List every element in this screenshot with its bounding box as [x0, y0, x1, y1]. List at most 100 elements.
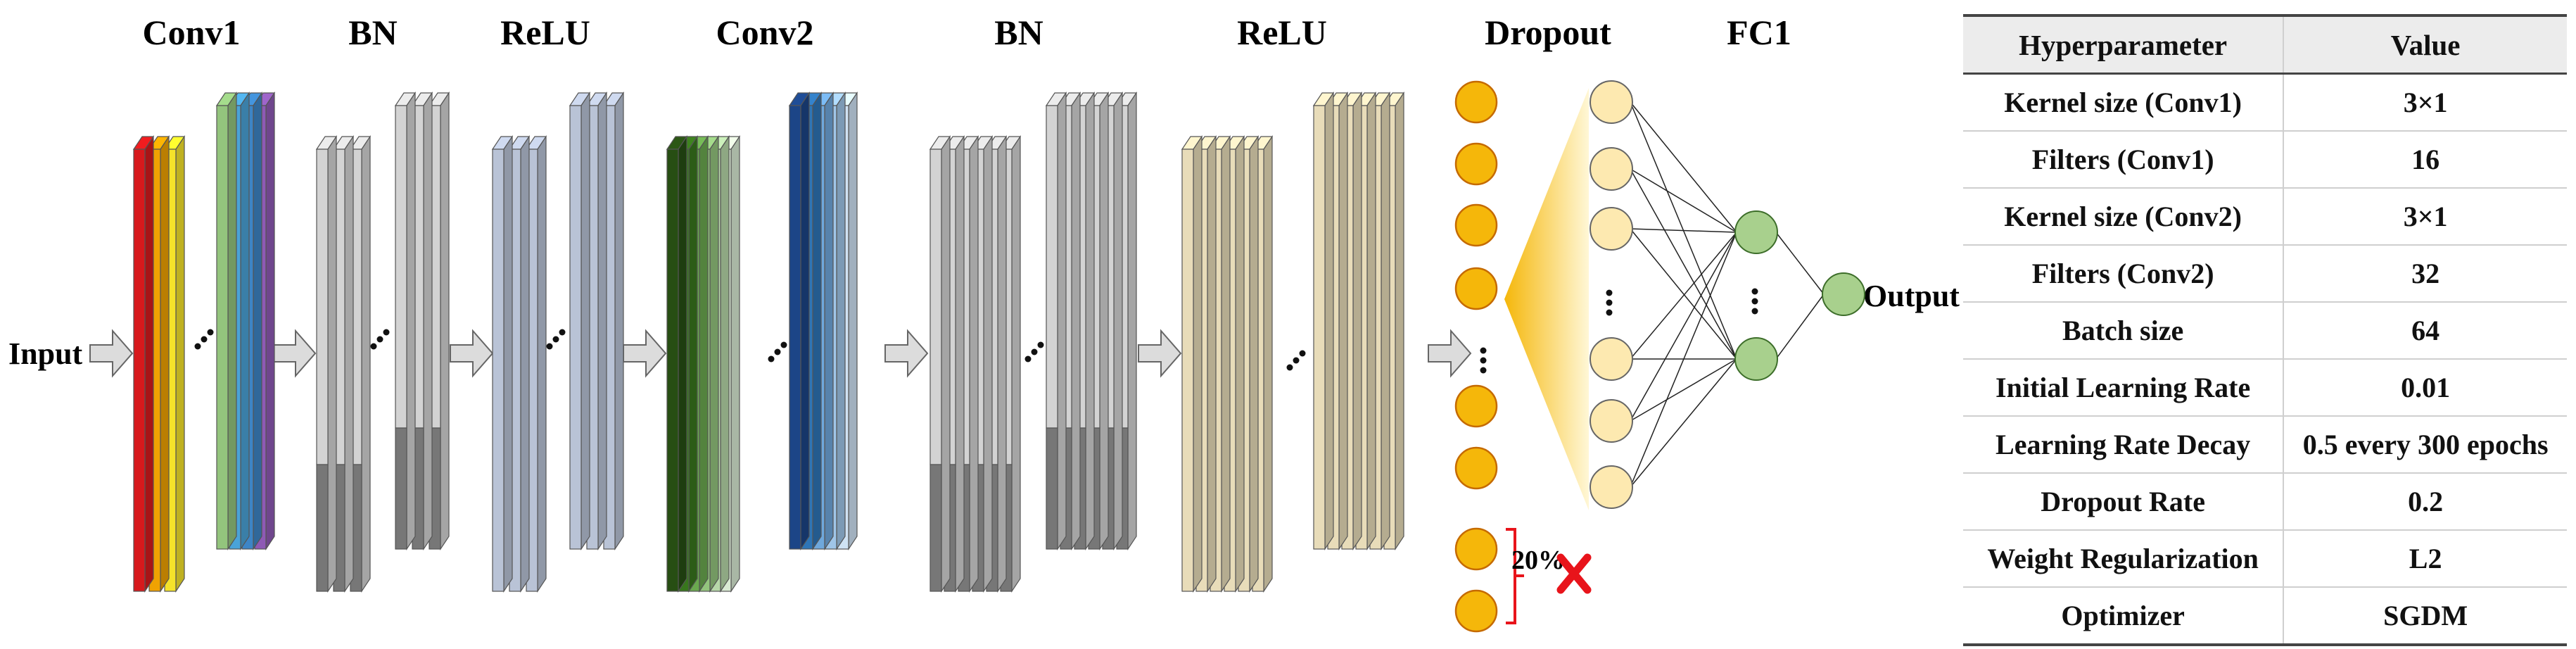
- value-cell: 16: [2283, 131, 2567, 189]
- bn1-back-slab-3: [428, 92, 450, 550]
- hyperparameter-cell: Dropout Rate: [1963, 473, 2285, 531]
- title-bn2: BN: [994, 13, 1043, 52]
- network-nodes: [1454, 80, 1865, 633]
- title-dropout: Dropout: [1485, 13, 1611, 52]
- hyperparameter-cell: Weight Regularization: [1963, 530, 2285, 588]
- table-row: Kernel size (Conv1)3×1: [1963, 73, 2567, 132]
- flow-arrow-3: [450, 329, 494, 378]
- hyperparameter-cell: Learning Rate Decay: [1963, 416, 2285, 474]
- bn1-front-slab-1: [315, 135, 338, 593]
- hyperparameter-cell: Kernel size (Conv2): [1963, 188, 2285, 246]
- dropout-ellipsis: [1480, 347, 1487, 374]
- value-cell: 3×1: [2283, 188, 2567, 246]
- fc-input-ellipsis: [1606, 289, 1613, 316]
- flow-arrow-4: [623, 329, 667, 378]
- bn1-back-slab-1: [394, 92, 417, 550]
- fc-connections: [1630, 101, 1825, 488]
- relu1-ellipsis: [546, 329, 566, 350]
- bn2-ellipsis: [1024, 341, 1044, 363]
- ellipsis-dots: [194, 288, 1758, 374]
- dropped-cross-icon: [1556, 553, 1592, 594]
- dropout-node-8: [1454, 589, 1498, 633]
- flow-arrow-1: [89, 329, 134, 378]
- conv1-ellipsis: [194, 329, 214, 350]
- table-header-row: Hyperparameter Value: [1963, 14, 2567, 75]
- relu1-back-slab-1: [569, 92, 591, 550]
- dropout-bracket: [1506, 528, 1524, 624]
- output-node: [1822, 272, 1865, 316]
- conv2-front-slab-1: [666, 135, 688, 593]
- title-fc1: FC1: [1727, 13, 1791, 52]
- dropout-node-3: [1454, 203, 1498, 247]
- value-cell: 64: [2283, 302, 2567, 360]
- title-bn1: BN: [348, 13, 397, 52]
- conv1-back-slab-1: [215, 92, 238, 550]
- value-cell: 0.5 every 300 epochs: [2283, 416, 2567, 474]
- flow-arrow-2: [272, 329, 317, 378]
- relu2-ellipsis: [1286, 350, 1306, 371]
- fc1-node-2: [1734, 337, 1778, 381]
- fc1-node-1: [1734, 210, 1778, 254]
- relu2-back-slab-1: [1312, 92, 1335, 550]
- header-hyperparameter: Hyperparameter: [1963, 14, 2285, 75]
- cnn-architecture-diagram: Conv1 BN ReLU Conv2 BN ReLU Dropout FC1 …: [8, 13, 1960, 633]
- dropout-node-2: [1454, 142, 1498, 186]
- bn2-back-slab-1: [1045, 92, 1067, 550]
- value-cell: 0.01: [2283, 359, 2567, 417]
- value-cell: L2: [2283, 530, 2567, 588]
- conv1-front-slab-1: [132, 135, 155, 593]
- table-row: Filters (Conv1)16: [1963, 131, 2567, 189]
- title-conv1: Conv1: [143, 13, 241, 52]
- dropout-node-4: [1454, 267, 1498, 310]
- conv2-back-slab-1: [788, 92, 811, 550]
- bn1-ellipsis: [370, 329, 390, 350]
- fc-input-node-5: [1590, 399, 1633, 443]
- dropout-rate-label: 20%: [1511, 546, 1565, 575]
- fc-input-node-3: [1590, 207, 1633, 251]
- relu1-front-slab-1: [491, 135, 514, 593]
- hyperparameter-cell: Optimizer: [1963, 587, 2285, 646]
- fc1-ellipsis: [1751, 288, 1758, 315]
- input-label: Input: [8, 336, 83, 371]
- hyperparameter-cell: Kernel size (Conv1): [1963, 73, 2285, 132]
- fc-input-node-1: [1590, 80, 1633, 124]
- fc-input-node-2: [1590, 147, 1633, 191]
- value-cell: 32: [2283, 245, 2567, 303]
- hyperparameter-table: Hyperparameter Value Kernel size (Conv1)…: [1963, 14, 2567, 646]
- dropout-cone: [1504, 88, 1589, 510]
- table-row: Filters (Conv2)32: [1963, 245, 2567, 303]
- flow-arrow-5: [884, 329, 929, 378]
- dropout-node-1: [1454, 80, 1498, 124]
- flow-arrow-6: [1138, 329, 1182, 378]
- hyperparameter-cell: Batch size: [1963, 302, 2285, 360]
- relu2-front-slab-1: [1181, 135, 1203, 593]
- dropout-node-6: [1454, 446, 1498, 490]
- title-conv2: Conv2: [716, 13, 814, 52]
- value-cell: 0.2: [2283, 473, 2567, 531]
- hyperparameter-cell: Initial Learning Rate: [1963, 359, 2285, 417]
- feature-map-layers: [132, 92, 1405, 593]
- title-relu1: ReLU: [500, 13, 590, 52]
- bn2-front-slab-1: [929, 135, 951, 593]
- title-relu2: ReLU: [1237, 13, 1327, 52]
- conv2-ellipsis: [768, 341, 787, 363]
- table-row: Kernel size (Conv2)3×1: [1963, 188, 2567, 246]
- bn1-front-slab-3: [349, 135, 372, 593]
- fc-input-node-4: [1590, 337, 1633, 381]
- output-label: Output: [1863, 279, 1960, 313]
- flow-arrows: [89, 329, 1472, 378]
- dropout-node-7: [1454, 527, 1498, 571]
- dropout-node-5: [1454, 384, 1498, 428]
- header-value: Value: [2283, 14, 2567, 75]
- value-cell: SGDM: [2283, 587, 2567, 646]
- fc-input-node-6: [1590, 465, 1633, 509]
- value-cell: 3×1: [2283, 73, 2567, 132]
- flow-arrow-7: [1428, 329, 1472, 378]
- hyperparameter-cell: Filters (Conv1): [1963, 131, 2285, 189]
